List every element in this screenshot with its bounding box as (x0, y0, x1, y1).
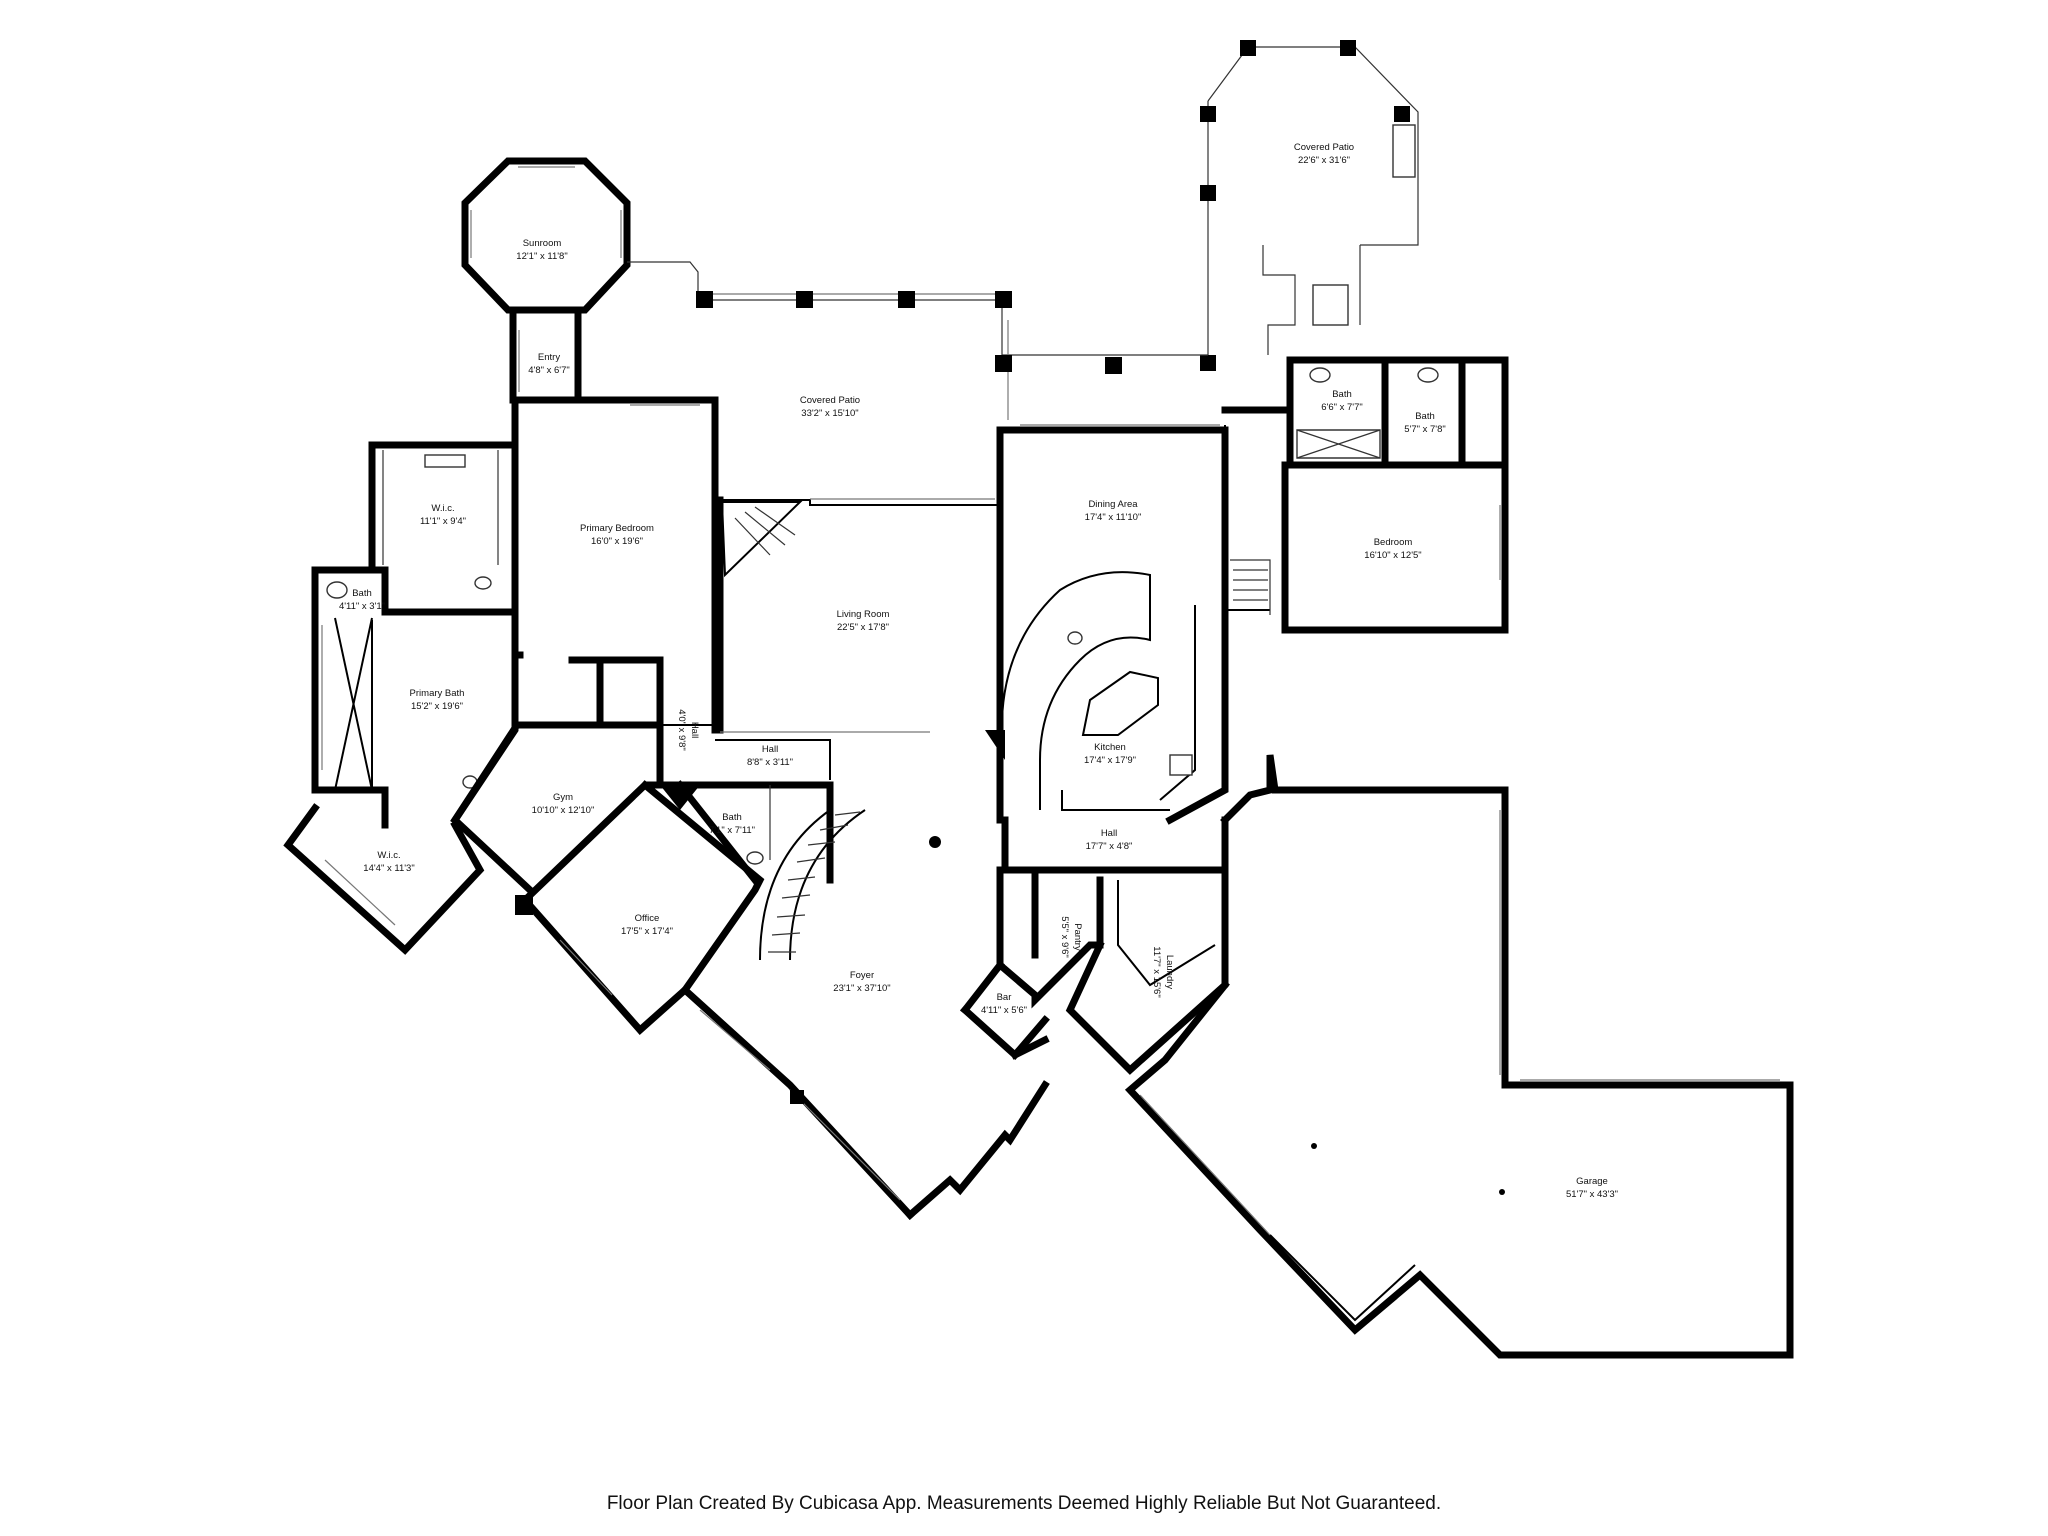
room-name: W.i.c. (377, 850, 400, 861)
room-name: Office (635, 913, 660, 924)
room-name: Gym (553, 792, 573, 803)
room-dimensions: 5'5" x 9'6" (1059, 916, 1070, 958)
room-name: Bath (352, 588, 372, 599)
room-name: W.i.c. (431, 503, 454, 514)
room-dimensions: 33'2" x 15'10" (801, 408, 858, 419)
room-dimensions: 8'8" x 3'11" (747, 757, 793, 768)
room-name: Kitchen (1094, 742, 1126, 753)
room-name: Entry (538, 352, 560, 363)
range-icon (1312, 284, 1349, 326)
room-dimensions: 4'11" x 5'6" (981, 1005, 1027, 1016)
room-dimensions: 23'1" x 37'10" (833, 983, 890, 994)
room-name: Primary Bath (410, 688, 465, 699)
room-name: Bar (997, 992, 1012, 1003)
room-dimensions: 10'10" x 12'10" (532, 805, 595, 816)
room-name: Hall (762, 744, 778, 755)
room-dimensions: 12'1" x 11'8" (516, 251, 567, 262)
room-name: Dining Area (1088, 499, 1138, 510)
service-walls (960, 816, 1229, 1075)
spiral-staircase (759, 809, 866, 961)
covered-patio-main-structure (627, 261, 1208, 420)
room-dimensions: 17'4" x 11'10" (1085, 512, 1142, 523)
room-dimensions: 6'6" x 7'7" (1321, 402, 1363, 413)
room-dimensions: 22'6" x 31'6" (1298, 155, 1350, 166)
room-dimensions: 11'1" x 9'4" (420, 516, 466, 527)
room-dimensions: 22'5" x 17'8" (837, 622, 889, 633)
room-dimensions: 5'7" x 7'8" (1404, 424, 1446, 435)
entry-walls (509, 306, 582, 404)
room-name: Sunroom (523, 238, 562, 249)
room-dimensions: 16'10" x 12'5" (1364, 550, 1421, 561)
room-name: Laundry (1164, 955, 1175, 990)
central-walls (450, 651, 834, 1035)
disclaimer-footer: Floor Plan Created By Cubicasa App. Meas… (606, 1493, 1442, 1514)
room-name: Bath (722, 812, 742, 823)
foyer-walls (680, 836, 1050, 1220)
garage-walls (1124, 754, 1794, 1359)
room-name: Bedroom (1374, 537, 1413, 548)
room-dimensions: 17'5" x 17'4" (621, 926, 673, 937)
room-name: Hall (1101, 828, 1117, 839)
room-dimensions: 4'8" x 6'7" (528, 365, 570, 376)
room-name: Garage (1576, 1176, 1608, 1187)
room-dimensions: 16'0" x 19'6" (591, 536, 643, 547)
room-name: Pantry (1072, 923, 1083, 951)
room-dimensions: 14'4" x 11'3" (363, 863, 414, 874)
covered-patio-upper-structure (1200, 40, 1419, 371)
living-room-walls (716, 426, 1005, 824)
room-name: Foyer (850, 970, 874, 981)
room-dimensions: 4'11" x 3'1" (339, 601, 385, 612)
room-labels: Covered Patio 22'6" x 31'6" Sunroom 12'1… (339, 142, 1618, 1200)
room-name: Bath (1415, 411, 1435, 422)
room-dimensions: 11'7" x 15'6" (1151, 946, 1162, 997)
room-name: Primary Bedroom (580, 523, 654, 534)
sunroom-walls (461, 157, 631, 314)
fireplace-icon (1392, 124, 1416, 178)
room-dimensions: 17'4" x 17'9" (1084, 755, 1136, 766)
room-name: Hall (689, 722, 700, 738)
dining-kitchen-walls (996, 424, 1229, 825)
right-wing-walls (1221, 356, 1509, 634)
room-dimensions: 17'7" x 4'8" (1086, 841, 1133, 852)
room-name: Living Room (837, 609, 890, 620)
room-name: Covered Patio (1294, 142, 1354, 153)
room-dimensions: 15'2" x 19'6" (411, 701, 463, 712)
room-dimensions: 51'7" x 43'3" (1566, 1189, 1618, 1200)
room-name: Bath (1332, 389, 1352, 400)
primary-suite-walls (283, 396, 719, 955)
room-dimensions: 7'1" x 7'11" (709, 825, 755, 836)
room-dimensions: 4'0" x 9'8" (676, 709, 687, 751)
room-name: Covered Patio (800, 395, 860, 406)
